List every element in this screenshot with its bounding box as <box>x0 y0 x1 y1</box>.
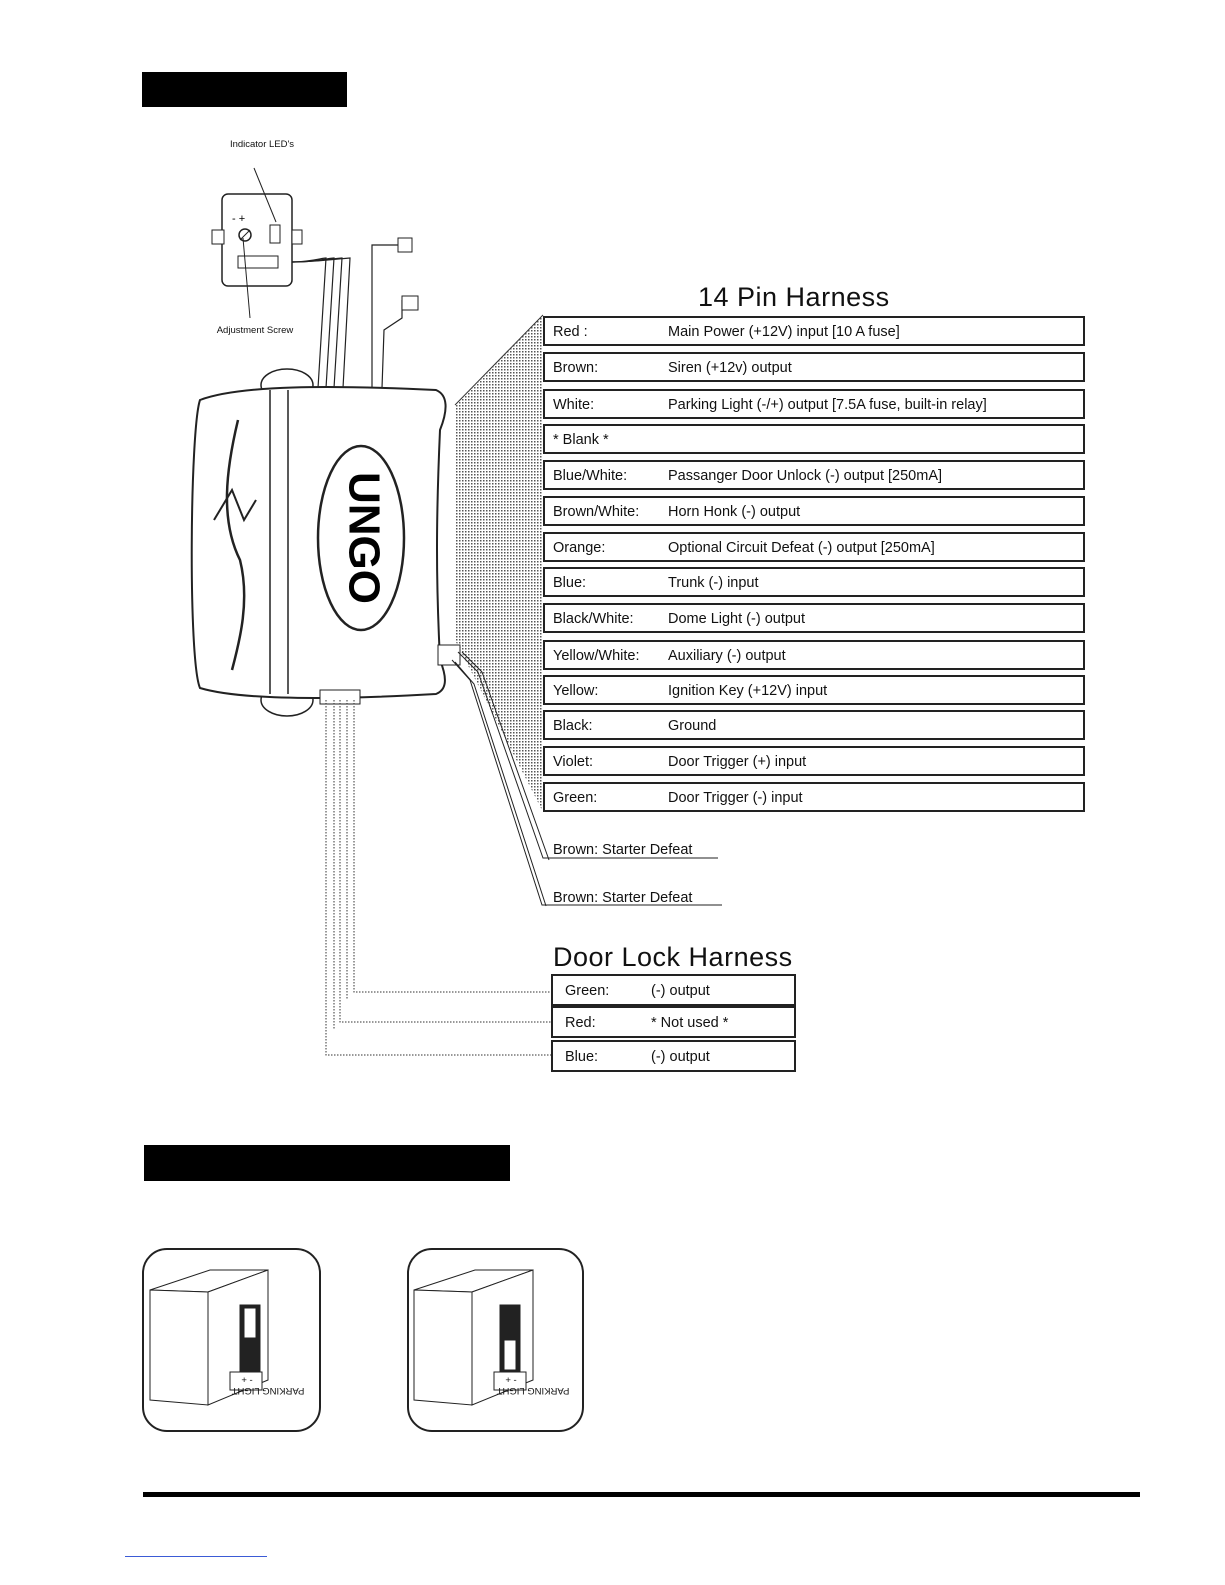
pin-harness-row: Brown: Siren (+12v) output <box>543 352 1085 382</box>
pin-harness-row: White: Parking Light (-/+) output [7.5A f… <box>543 389 1085 419</box>
adjustment-screw-label: Adjustment Screw <box>216 325 294 336</box>
wire-function: Trunk (-) input <box>668 575 759 591</box>
pin-harness-row: Violet: Door Trigger (+) input <box>543 746 1085 776</box>
wire-function: Door Trigger (-) input <box>668 790 803 806</box>
wire-color: Green: <box>565 983 610 999</box>
wire-function: Dome Light (-) output <box>668 611 806 627</box>
wire-function: Passanger Door Unlock (-) output [250mA] <box>668 468 943 484</box>
wire-function: (-) output <box>651 983 710 999</box>
wire-function: Optional Circuit Defeat (-) output [250m… <box>668 540 935 556</box>
main-control-unit: UNGO <box>190 368 447 717</box>
wire-color: Black/White: <box>553 611 634 627</box>
section-header-bar-1 <box>142 72 347 107</box>
pin-harness-row: * Blank * <box>543 424 1085 454</box>
wire-color: Red: <box>565 1015 596 1031</box>
harness-fan-shading <box>455 315 543 812</box>
wire-color: Blue/White: <box>553 468 628 484</box>
wire-color: Brown: <box>553 360 599 376</box>
door-lock-harness-title: Door Lock Harness <box>553 942 793 972</box>
pin-harness-row: Blue: Trunk (-) input <box>543 567 1085 597</box>
wire-color: Violet: <box>553 754 594 770</box>
wire-color: White: <box>553 397 595 413</box>
brand-logo: UNGO <box>339 472 388 604</box>
pin-harness-title: 14 Pin Harness <box>698 282 890 312</box>
wire-color: Brown/White: <box>553 504 640 520</box>
wire-function: * Not used * <box>651 1015 729 1031</box>
pin-harness-row: Blue/White: Passanger Door Unlock (-) out… <box>543 460 1085 490</box>
indicator-leds-label: Indicator LED's <box>229 139 295 150</box>
door-lock-row: Red: * Not used * <box>551 1006 796 1038</box>
svg-text:- +: - + <box>232 213 245 225</box>
wire-function: Siren (+12v) output <box>668 360 792 376</box>
wire-color: Yellow/White: <box>553 648 640 664</box>
wire-function: Door Trigger (+) input <box>668 754 807 770</box>
wire-color: Yellow: <box>553 683 599 699</box>
pin-harness-row: Yellow/White: Auxiliary (-) output <box>543 640 1085 670</box>
wire-function: (-) output <box>651 1049 710 1065</box>
wire-color: Black: <box>553 718 593 734</box>
wire-color: Blue: <box>565 1049 599 1065</box>
jumper-label-2: PARKING LIGHT <box>496 1385 570 1396</box>
pin-harness-row: Black/White: Dome Light (-) output <box>543 603 1085 633</box>
pin-harness-row: Green: Door Trigger (-) input <box>543 782 1085 812</box>
led-indicator-module: - + <box>211 193 303 287</box>
footer-link-underline[interactable] <box>125 1556 267 1557</box>
bottom-rule <box>143 1492 1140 1497</box>
wire-function: Horn Honk (-) output <box>668 504 801 520</box>
section-header-bar-2 <box>144 1145 510 1181</box>
pin-harness-row: Yellow: Ignition Key (+12V) input <box>543 675 1085 705</box>
pin-harness-row: Orange: Optional Circuit Defeat (-) outpu… <box>543 532 1085 562</box>
wire-function: Ignition Key (+12V) input <box>668 683 828 699</box>
wire-function: Auxiliary (-) output <box>668 648 786 664</box>
wire-color: * Blank * <box>553 432 609 448</box>
wire-function: Parking Light (-/+) output [7.5A fuse, b… <box>668 397 987 413</box>
wire-function: Main Power (+12V) input [10 A fuse] <box>668 324 900 340</box>
jumper-marks-2: + - <box>505 1375 517 1386</box>
wire-color: Green: <box>553 790 598 806</box>
starter-defeat-label-1: Brown: Starter Defeat <box>553 842 693 858</box>
jumper-panel-1 <box>142 1248 321 1432</box>
wire-color: Blue: <box>553 575 587 591</box>
pin-harness-row: Brown/White: Horn Honk (-) output <box>543 496 1085 526</box>
starter-defeat-label-2: Brown: Starter Defeat <box>553 890 693 906</box>
wire-color: Orange: <box>553 540 606 556</box>
wire-color: Red : <box>553 324 588 340</box>
jumper-panel-2 <box>407 1248 584 1432</box>
jumper-label-1: PARKING LIGHT <box>231 1385 305 1396</box>
jumper-marks-1: + - <box>241 1375 253 1386</box>
pin-harness-row: Black: Ground <box>543 710 1085 740</box>
pin-harness-row: Red : Main Power (+12V) input [10 A fuse] <box>543 316 1085 346</box>
door-lock-row: Blue: (-) output <box>551 1040 796 1072</box>
door-lock-row: Green: (-) output <box>551 974 796 1006</box>
wire-function: Ground <box>668 718 717 734</box>
